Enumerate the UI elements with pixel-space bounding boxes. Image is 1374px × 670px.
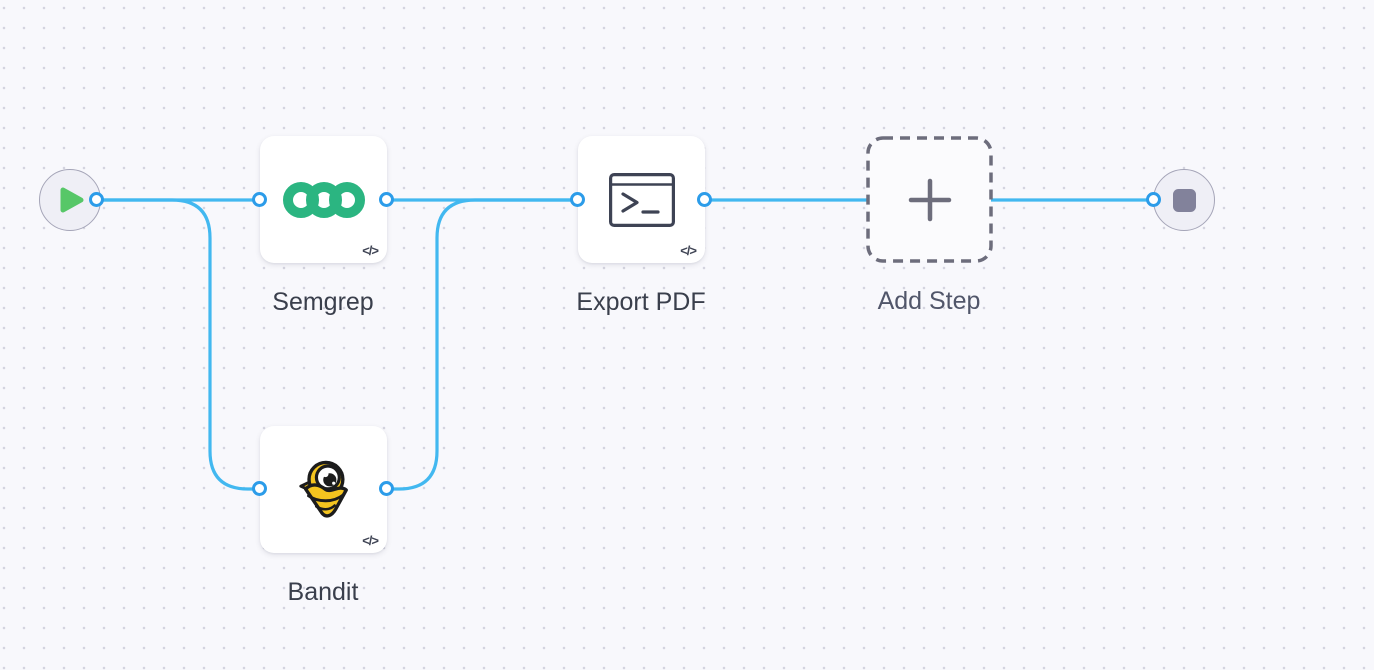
- node-label-semgrep: Semgrep: [272, 288, 374, 316]
- port-export-pdf-in[interactable]: [570, 192, 585, 207]
- edge-start-to-bandit[interactable]: [95, 198, 262, 491]
- semgrep-rings-logo: [282, 181, 365, 218]
- code-badge-icon: </>: [362, 533, 379, 548]
- terminal-window-icon: [608, 172, 675, 227]
- semgrep-ring-left: [282, 181, 319, 218]
- port-bandit-out[interactable]: [379, 481, 394, 496]
- play-icon: [60, 187, 84, 213]
- port-start-out[interactable]: [89, 192, 104, 207]
- code-badge-icon: </>: [362, 243, 379, 258]
- end-node[interactable]: [1153, 169, 1215, 231]
- code-badge-icon: </>: [680, 243, 697, 258]
- port-end-in[interactable]: [1146, 192, 1161, 207]
- node-semgrep[interactable]: </>: [260, 136, 387, 263]
- port-semgrep-in[interactable]: [252, 192, 267, 207]
- node-label-bandit: Bandit: [287, 578, 359, 606]
- stop-icon: [1172, 188, 1196, 212]
- semgrep-ring-right: [328, 181, 365, 218]
- port-bandit-in[interactable]: [252, 481, 267, 496]
- node-label-export-pdf: Export PDF: [576, 288, 706, 316]
- port-export-pdf-out[interactable]: [697, 192, 712, 207]
- node-export-pdf[interactable]: </>: [578, 136, 705, 263]
- bandit-mascot-logo: [298, 460, 348, 518]
- port-semgrep-out[interactable]: [379, 192, 394, 207]
- plus-icon: [908, 178, 951, 221]
- node-bandit[interactable]: </>: [260, 426, 387, 553]
- node-add-step[interactable]: [866, 136, 993, 263]
- edge-bandit-to-export-pdf[interactable]: [385, 198, 580, 491]
- node-label-add-step: Add Step: [877, 287, 981, 315]
